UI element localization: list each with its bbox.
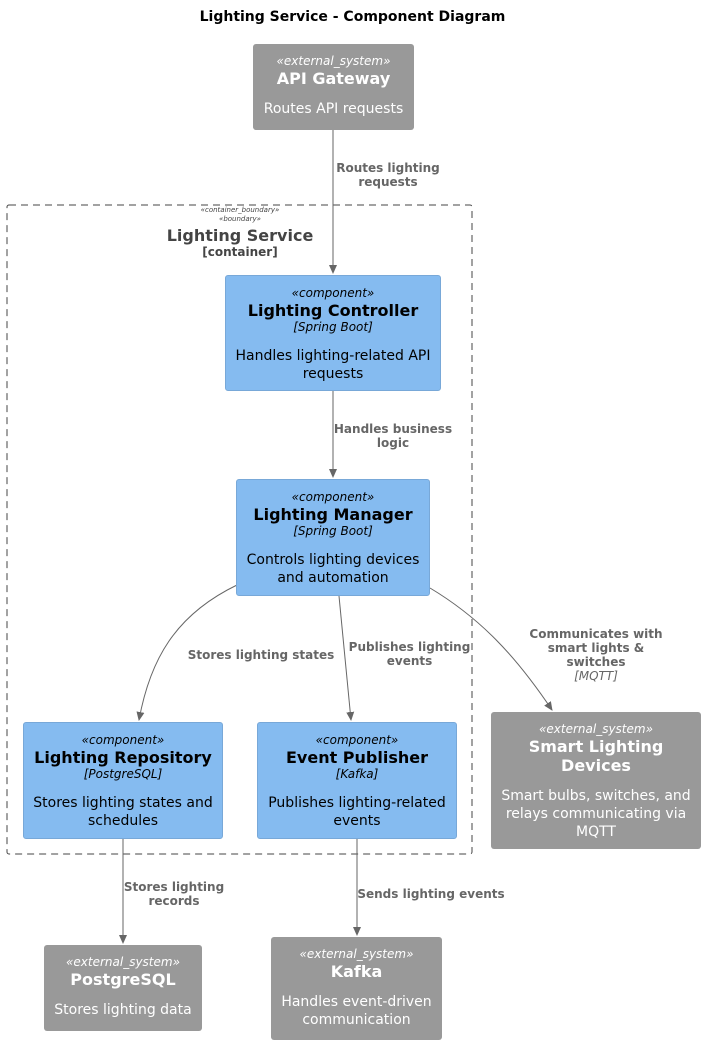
edge-label-line: Publishes lighting [348, 640, 471, 654]
node-description: Routes API requests [263, 101, 404, 117]
node-title: API Gateway [276, 69, 391, 88]
node-technology: [Spring Boot] [293, 524, 373, 538]
diagram-title: Lighting Service - Component Diagram [199, 9, 506, 25]
edge-label-line: smart lights & [547, 641, 645, 655]
node-description-cont: and automation [277, 570, 389, 586]
edge-label-line: Stores lighting [123, 880, 225, 894]
node-title: PostgreSQL [70, 970, 176, 989]
edge-label-line: records [148, 894, 200, 908]
edge-label-gateway-to-controller: Routes lighting requests [318, 161, 458, 189]
node-title-cont: Devices [561, 756, 631, 775]
edge-label-line: Stores lighting states [187, 648, 335, 662]
edge-label-line: logic [376, 436, 410, 450]
node-stereotype: «external_system» [299, 947, 414, 961]
node-description: Controls lighting devices [246, 552, 420, 568]
container-boundary [6, 204, 473, 855]
node-description: Publishes lighting-related [268, 795, 446, 811]
node-stereotype: «external_system» [66, 955, 180, 969]
node-description-cont-2: MQTT [576, 824, 616, 840]
node-description-cont: communication [302, 1012, 411, 1028]
node-description-cont: schedules [87, 813, 159, 829]
boundary-stereotype-secondary: «boundary» [219, 215, 261, 223]
node-description: Smart bulbs, switches, and [501, 788, 691, 804]
kafka-node[interactable]: «external_system» Kafka Handles event-dr… [271, 937, 442, 1040]
node-title: Smart Lighting [528, 737, 664, 756]
node-description: Handles lighting-related API [235, 348, 431, 364]
node-technology: [PostgreSQL] [83, 767, 163, 781]
node-technology: [Kafka] [335, 767, 379, 781]
lighting-controller-node[interactable]: «component» Lighting Controller [Spring … [225, 275, 441, 391]
edge-manager-to-smart [429, 587, 553, 711]
node-stereotype: «component» [81, 733, 165, 747]
boundary-title: Lighting Service [166, 226, 314, 245]
edge-manager-to-publisher [338, 595, 355, 721]
node-description: Handles event-driven [281, 994, 432, 1010]
edge-label-technology: [MQTT] [574, 669, 618, 683]
edge-label-controller-to-manager: Handles business logic [318, 422, 468, 450]
node-stereotype: «external_system» [276, 54, 391, 68]
event-publisher-node[interactable]: «component» Event Publisher [Kafka] Publ… [257, 722, 457, 839]
api-gateway-node[interactable]: «external_system» API Gateway Routes API… [253, 44, 414, 130]
node-stereotype: «component» [291, 490, 375, 504]
edge-label-manager-to-repository: Stores lighting states [176, 648, 346, 662]
boundary-type: [container] [202, 245, 278, 259]
node-description: Stores lighting states and [33, 795, 213, 811]
edge-label-line: Handles business [333, 422, 453, 436]
node-title: Lighting Controller [247, 301, 419, 320]
edge-label-line: events [386, 654, 433, 668]
node-description: Stores lighting data [54, 1002, 192, 1018]
node-description-cont: relays communicating via [505, 806, 687, 822]
node-stereotype: «external_system» [539, 722, 653, 736]
edge-label-line: Sends lighting events [357, 887, 505, 901]
node-description-cont: requests [302, 366, 364, 382]
node-title: Lighting Manager [253, 505, 413, 524]
edge-label-manager-to-publisher: Publishes lighting events [342, 640, 477, 668]
edge-label-line: Communicates with [529, 627, 663, 641]
postgresql-node[interactable]: «external_system» PostgreSQL Stores ligh… [44, 945, 202, 1031]
node-stereotype: «component» [315, 733, 399, 747]
node-technology: [Spring Boot] [293, 320, 373, 334]
edge-label-line: Routes lighting [336, 161, 440, 175]
edge-manager-to-repository [136, 584, 238, 721]
node-stereotype: «component» [291, 286, 375, 300]
node-title: Event Publisher [285, 748, 428, 767]
boundary-stereotype: «container_boundary» [200, 206, 280, 214]
lighting-manager-node[interactable]: «component» Lighting Manager [Spring Boo… [236, 479, 430, 596]
node-description-cont: events [333, 813, 381, 829]
edge-label-line: switches [566, 655, 626, 669]
edge-label-manager-to-smart: Communicates with smart lights & switche… [521, 627, 671, 683]
lighting-repository-node[interactable]: «component» Lighting Repository [Postgre… [23, 722, 223, 839]
edge-label-line: requests [358, 175, 418, 189]
edge-label-repository-to-postgres: Stores lighting records [109, 880, 239, 908]
node-title: Lighting Repository [34, 748, 212, 767]
edge-label-publisher-to-kafka: Sends lighting events [351, 887, 511, 901]
node-title: Kafka [330, 962, 383, 981]
smart-lighting-devices-node[interactable]: «external_system» Smart Lighting Devices… [491, 712, 701, 849]
